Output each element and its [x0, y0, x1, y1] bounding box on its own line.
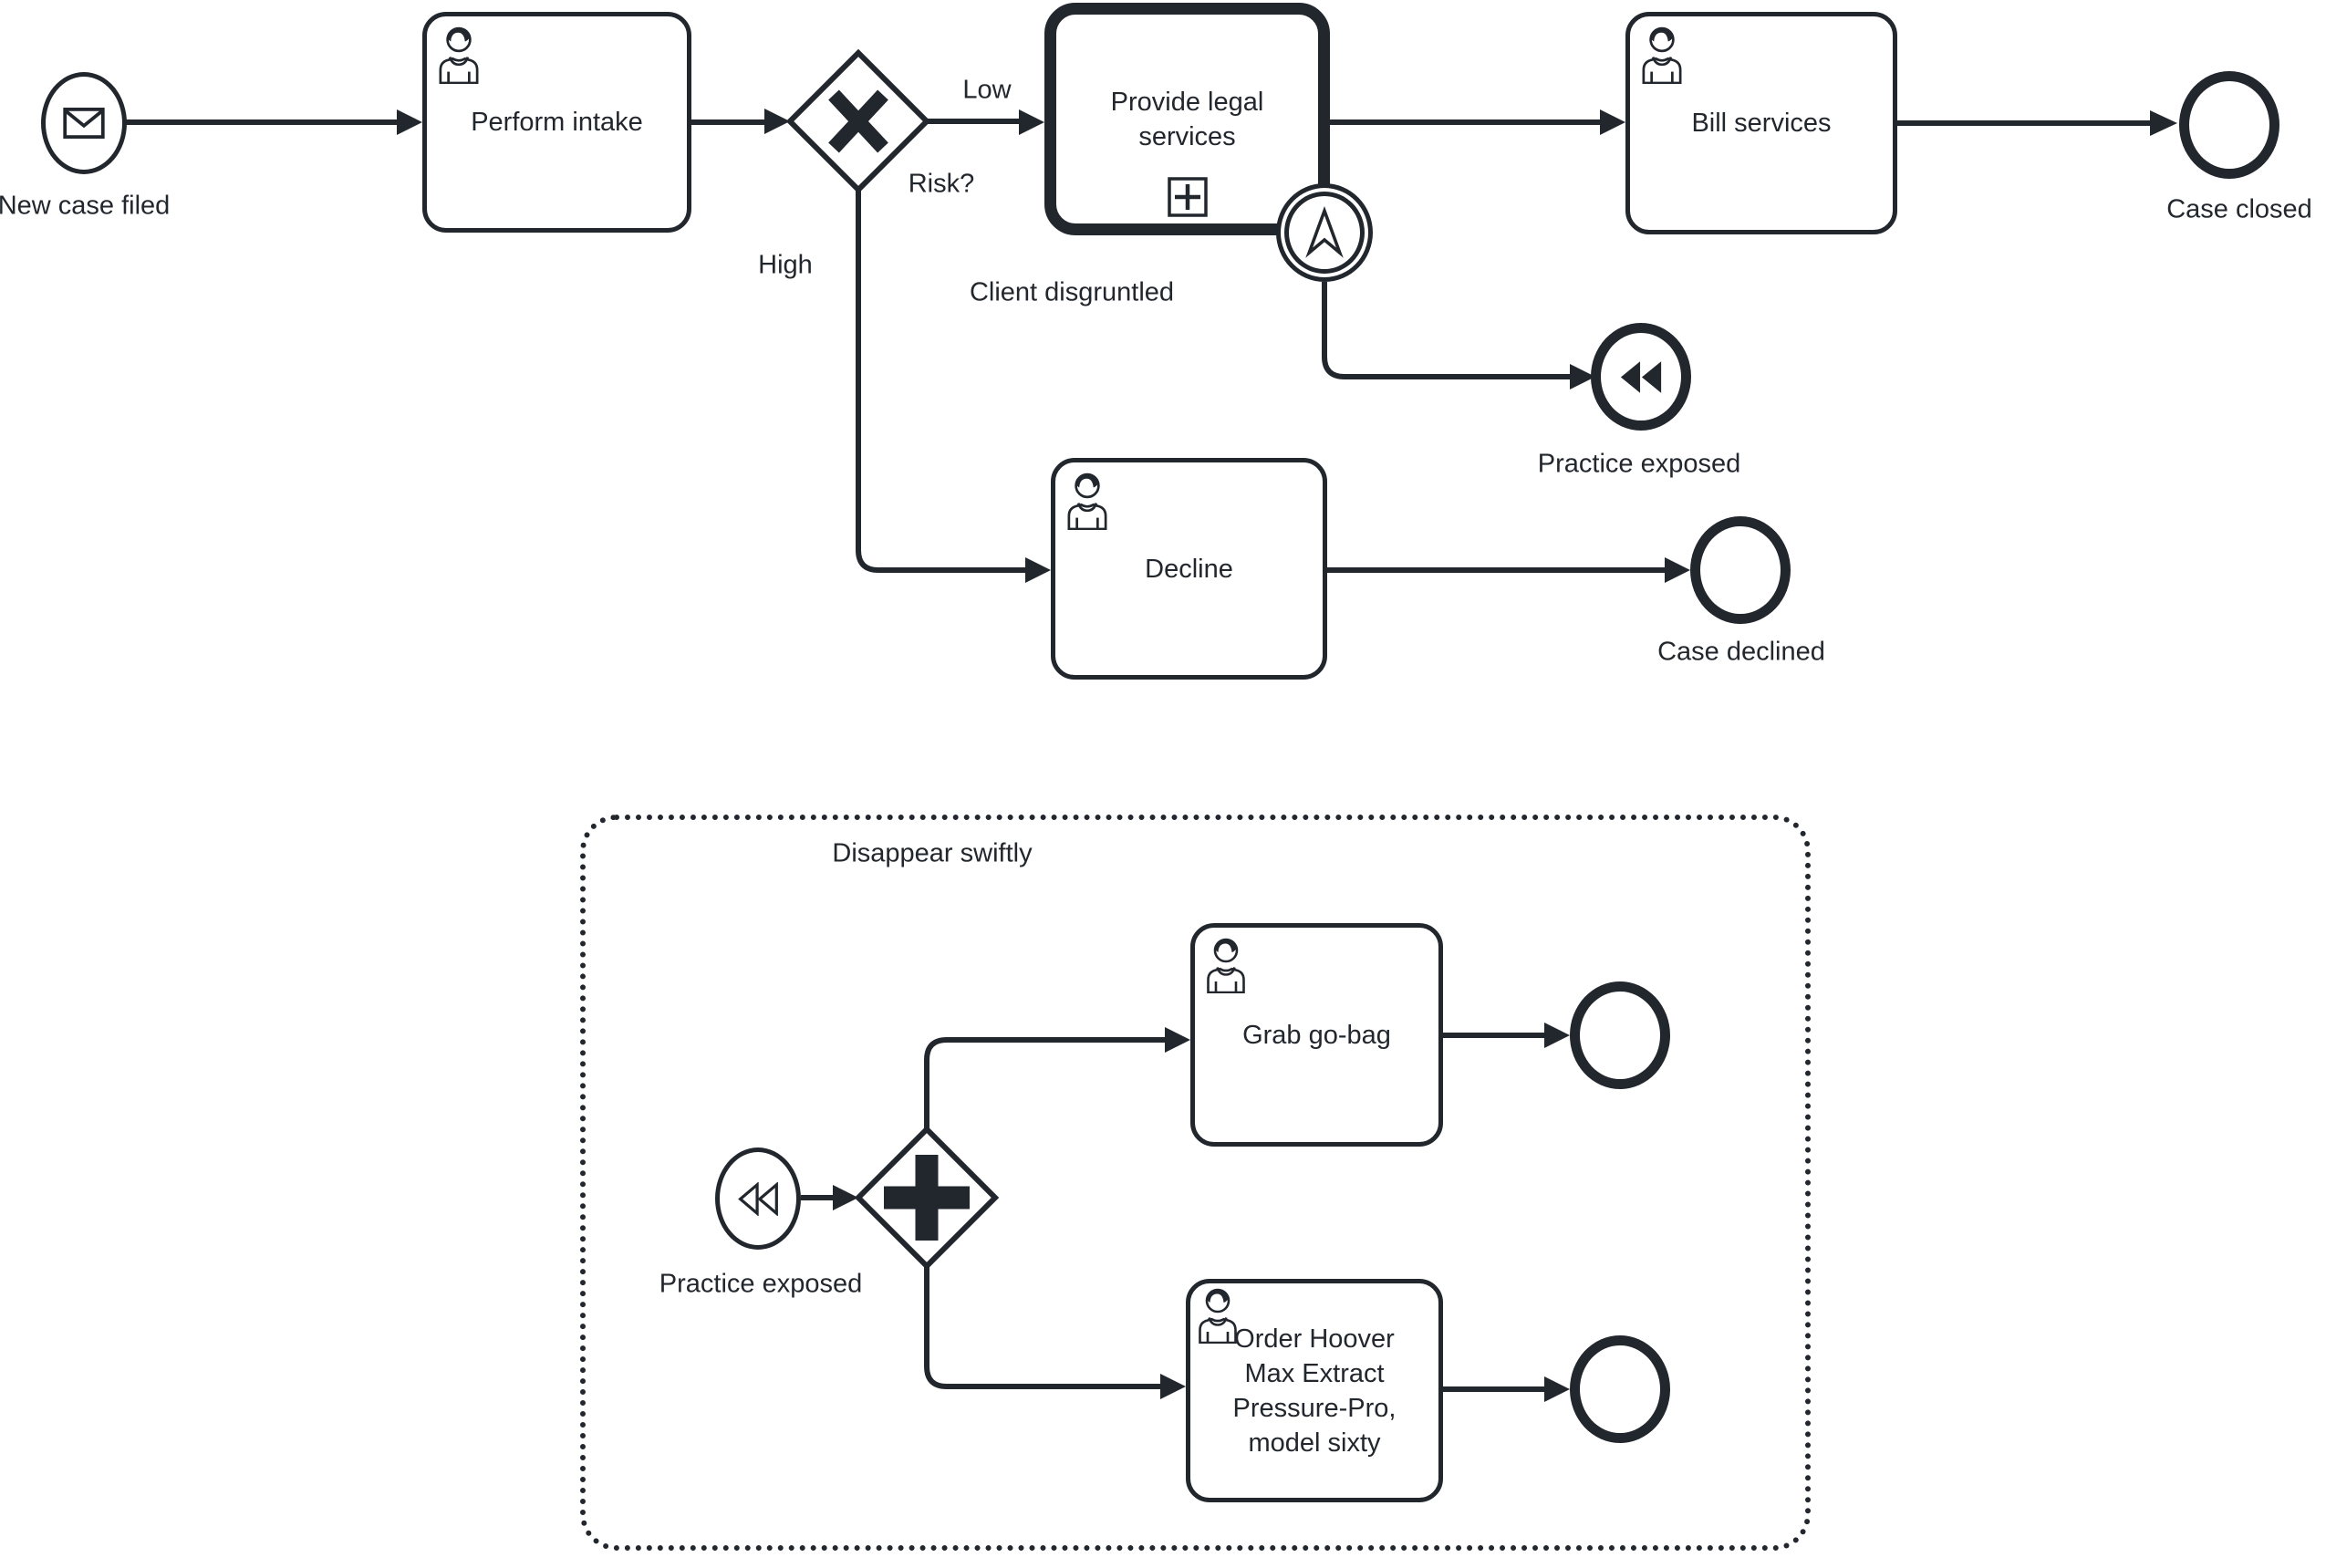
boundary-event-client-disgruntled[interactable] [1276, 183, 1373, 282]
task-label: Grab go-bag [1242, 1020, 1391, 1050]
xor-x-icon [828, 89, 888, 153]
end-event-case-declined-label: Case declined [1657, 637, 1825, 667]
user-icon [1207, 938, 1245, 993]
end-event-after-grab-go-bag[interactable] [1570, 981, 1670, 1089]
boundary-event-inner-ring [1284, 192, 1365, 274]
subprocess-provide-legal-services[interactable]: Provide legal services [1044, 3, 1330, 235]
escalation-arrow-icon [1305, 206, 1344, 258]
task-perform-intake[interactable]: Perform intake [422, 12, 691, 233]
parallel-gateway[interactable] [854, 1125, 1000, 1271]
flow-gateway-to-grab-gobag[interactable] [924, 1037, 1165, 1132]
flow-low-label: Low [962, 75, 1012, 105]
user-icon [1199, 1288, 1237, 1344]
task-label: Bill services [1691, 109, 1832, 138]
end-event-case-closed[interactable] [2179, 71, 2279, 179]
collapsed-plus-marker-icon[interactable] [1167, 177, 1208, 217]
start-event-label: New case filed [0, 191, 171, 221]
task-label: Perform intake [471, 108, 643, 137]
user-icon [1067, 472, 1107, 530]
end-event-practice-exposed-label: Practice exposed [1537, 449, 1741, 479]
flow-high-label: High [758, 250, 813, 280]
exclusive-gateway-risk[interactable] [785, 48, 931, 194]
parallel-plus-icon [884, 1155, 970, 1241]
user-icon [439, 26, 479, 84]
end-event-after-order-hoover[interactable] [1570, 1335, 1670, 1443]
task-label: Decline [1145, 554, 1233, 584]
task-label: Order Hoover Max Extract Pressure-Pro, m… [1232, 1324, 1397, 1458]
task-grab-go-bag[interactable]: Grab go-bag [1190, 923, 1443, 1147]
task-decline[interactable]: Decline [1051, 458, 1327, 680]
start-event-new-case-filed[interactable] [41, 72, 127, 174]
end-event-practice-exposed[interactable] [1591, 323, 1691, 431]
task-bill-services[interactable]: Bill services [1625, 12, 1897, 234]
flow-high-connector[interactable] [856, 190, 1025, 573]
user-icon [1642, 26, 1682, 84]
end-event-case-declined[interactable] [1690, 516, 1791, 624]
event-subprocess-disappear-swiftly[interactable] [580, 815, 1811, 1551]
flow-gateway-to-order-hoover[interactable] [924, 1263, 1160, 1389]
start-event-practice-exposed-label: Practice exposed [659, 1269, 863, 1299]
rewind-icon [1620, 360, 1662, 393]
task-order-hoover[interactable]: Order Hoover Max Extract Pressure-Pro, m… [1186, 1279, 1443, 1502]
start-event-practice-exposed[interactable] [715, 1147, 801, 1250]
boundary-event-label: Client disgruntled [969, 277, 1175, 307]
rewind-icon [738, 1181, 778, 1216]
message-envelope-icon [63, 108, 105, 139]
flow-boundary-to-practice-exposed[interactable] [1322, 282, 1570, 379]
arrowheads [397, 109, 2177, 1402]
subprocess-label: Provide legal services [1110, 87, 1264, 151]
gateway-risk-label: Risk? [908, 169, 975, 199]
event-subprocess-title: Disappear swiftly [832, 838, 1033, 868]
end-event-case-closed-label: Case closed [2166, 194, 2312, 224]
